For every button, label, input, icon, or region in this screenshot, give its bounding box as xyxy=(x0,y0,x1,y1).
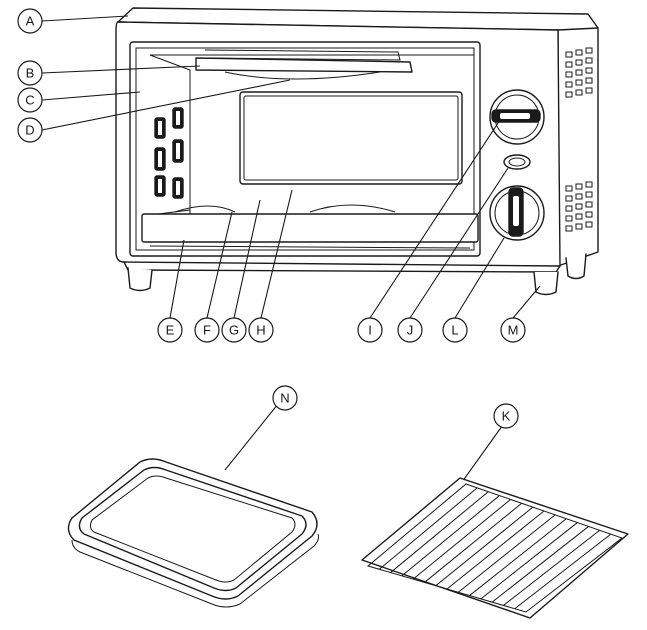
callout-c: C xyxy=(17,87,43,113)
svg-text:I: I xyxy=(368,323,372,338)
side-vent-lower xyxy=(565,181,593,232)
callout-k: K xyxy=(493,403,519,429)
svg-text:D: D xyxy=(25,123,34,138)
rack-wire xyxy=(457,514,556,593)
leader-lines xyxy=(41,15,541,483)
callout-f: F xyxy=(194,317,220,343)
rack-wire xyxy=(390,491,489,573)
rack-wire xyxy=(412,499,511,580)
callout-h: H xyxy=(248,317,274,343)
side-vent-upper xyxy=(565,47,593,98)
rack-wire xyxy=(401,495,500,577)
svg-text:J: J xyxy=(407,323,414,338)
svg-text:B: B xyxy=(26,66,35,81)
svg-text:C: C xyxy=(25,93,34,108)
rack-wire xyxy=(480,522,578,600)
rack-wire xyxy=(469,518,567,596)
rack-wire xyxy=(503,529,601,606)
callout-m: M xyxy=(500,317,526,343)
rack-wire xyxy=(424,502,523,583)
svg-text:K: K xyxy=(502,409,511,424)
door-handle xyxy=(141,213,479,249)
rack-wire xyxy=(378,487,478,570)
callout-d: D xyxy=(17,117,43,143)
rack-front-curve xyxy=(224,71,381,80)
svg-text:L: L xyxy=(451,323,458,338)
svg-text:A: A xyxy=(26,14,35,29)
rack-wire xyxy=(446,510,545,590)
inner-window xyxy=(239,91,463,185)
svg-text:N: N xyxy=(280,391,289,406)
svg-text:M: M xyxy=(508,323,519,338)
callout-a: A xyxy=(17,8,43,34)
rack-wire xyxy=(435,506,534,587)
control-panel xyxy=(489,89,545,241)
callout-b: B xyxy=(17,60,43,86)
wire-rack xyxy=(361,477,629,619)
callout-i: I xyxy=(357,317,383,343)
svg-text:G: G xyxy=(229,323,239,338)
oven-feet xyxy=(127,253,587,296)
rack-wire xyxy=(491,526,589,603)
callout-e: E xyxy=(157,317,183,343)
baking-tray xyxy=(67,458,319,608)
svg-text:H: H xyxy=(256,323,265,338)
rack-wire xyxy=(514,533,612,610)
callouts: A B C D E F G H I J L M N K xyxy=(17,8,526,429)
side-wall-brackets xyxy=(154,107,184,199)
callout-j: J xyxy=(397,317,423,343)
svg-text:F: F xyxy=(203,323,211,338)
callout-g: G xyxy=(221,317,247,343)
svg-text:E: E xyxy=(166,323,175,338)
callout-n: N xyxy=(272,385,298,411)
callout-l: L xyxy=(442,317,468,343)
